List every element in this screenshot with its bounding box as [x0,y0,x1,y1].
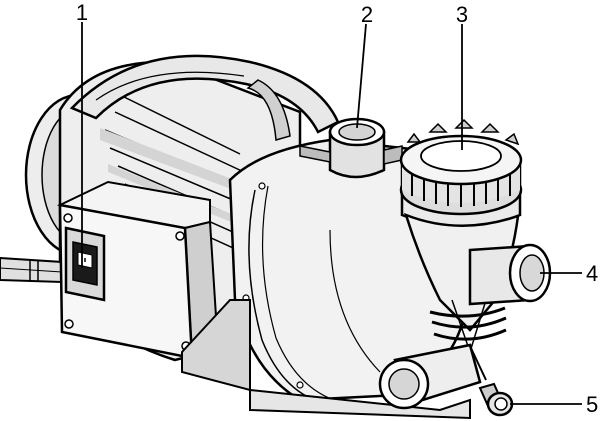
pre-filter-cap [399,118,523,216]
callout-5: 5 [586,392,598,417]
drain-plug [478,382,514,417]
leader-lines [81,22,582,405]
lower-elbow [378,343,482,410]
callout-3: 3 [456,2,468,27]
callout-labels: 1 2 3 4 5 [76,0,598,417]
cable-coil [429,306,507,381]
callout-4: 4 [586,261,598,286]
outlet-port [299,117,403,179]
leader-line-2 [356,23,367,129]
pump-base [181,299,471,420]
power-cable [0,256,63,284]
callout-1: 1 [76,0,88,25]
inlet-port [468,243,552,306]
power-switch [64,226,106,302]
callout-2: 2 [361,2,373,27]
